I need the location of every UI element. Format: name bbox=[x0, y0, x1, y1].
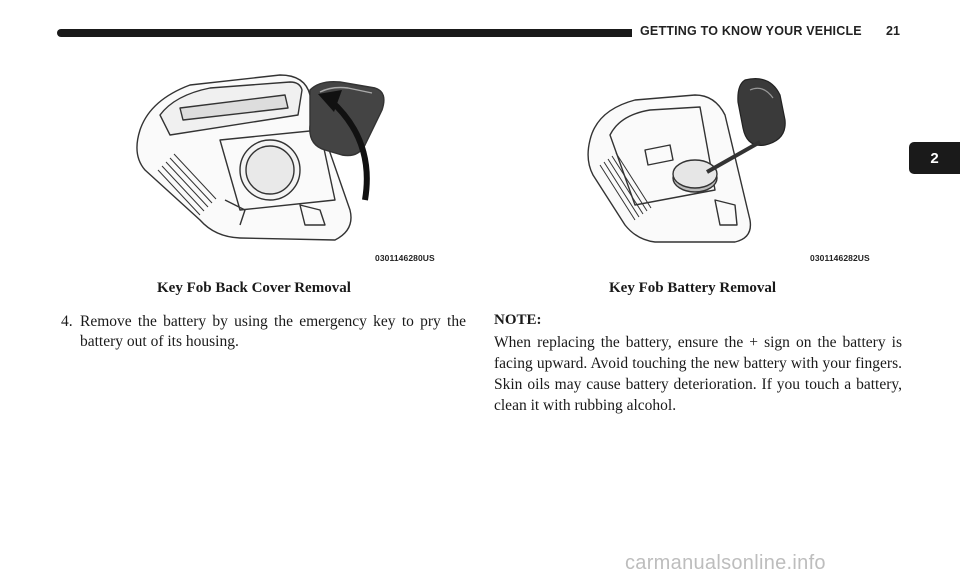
watermark: carmanualsonline.info bbox=[625, 552, 826, 574]
header-rule bbox=[57, 29, 632, 37]
note-body: When replacing the battery, ensure the +… bbox=[494, 334, 902, 414]
step-text: Remove the battery by using the emergenc… bbox=[80, 313, 466, 350]
step-number: 4. bbox=[61, 313, 73, 330]
key-fob-cover-removal-figure bbox=[120, 60, 450, 265]
figure-caption: Key Fob Back Cover Removal bbox=[157, 280, 351, 296]
key-fob-battery-removal-figure bbox=[575, 70, 885, 265]
page-number: 21 bbox=[886, 24, 900, 38]
procedure-step: 4. Remove the battery by using the emerg… bbox=[61, 312, 466, 352]
chapter-number: 2 bbox=[930, 149, 939, 167]
key-fob-cover-removal-illustration bbox=[136, 74, 385, 241]
figure-code: 0301146282US bbox=[810, 253, 870, 263]
figure-caption: Key Fob Battery Removal bbox=[609, 280, 777, 296]
chapter-tab: 2 bbox=[909, 142, 960, 174]
note-heading: NOTE: bbox=[494, 312, 542, 328]
key-fob-battery-removal-illustration bbox=[587, 78, 786, 243]
running-header-title: GETTING TO KNOW YOUR VEHICLE bbox=[640, 24, 862, 38]
figure-code: 0301146280US bbox=[375, 253, 435, 263]
